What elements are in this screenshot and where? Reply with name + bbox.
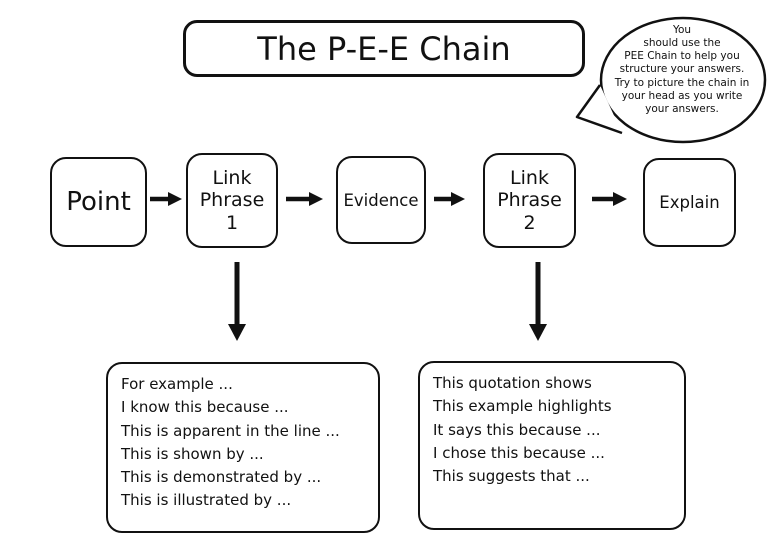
examples-box-link-phrase-1: For example ... I know this because ... … — [106, 362, 380, 533]
chain-box-link-phrase-1: Link Phrase 1 — [186, 153, 278, 248]
title-box: The P-E-E Chain — [183, 20, 585, 77]
arrow-link-phrase-2-to-explain — [592, 192, 627, 206]
chain-box-point: Point — [50, 157, 147, 247]
examples-link-phrase-2-text: This quotation shows This example highli… — [433, 374, 612, 485]
arrow-link-phrase-1-to-evidence — [286, 192, 323, 206]
chain-box-link-phrase-2: Link Phrase 2 — [483, 153, 576, 248]
chain-box-link-phrase-2-label: Link Phrase 2 — [497, 166, 562, 234]
examples-box-link-phrase-2: This quotation shows This example highli… — [418, 361, 686, 530]
chain-box-point-label: Point — [66, 187, 131, 217]
speech-bubble-tail — [575, 84, 623, 135]
speech-bubble-text: You should use the PEE Chain to help you… — [614, 24, 750, 115]
chain-box-explain: Explain — [643, 158, 736, 247]
page-title: The P-E-E Chain — [257, 29, 511, 68]
chain-box-evidence: Evidence — [336, 156, 426, 244]
examples-link-phrase-1-text: For example ... I know this because ... … — [121, 375, 340, 510]
arrow-link-phrase-2-to-examples — [529, 262, 547, 341]
chain-box-evidence-label: Evidence — [343, 190, 419, 210]
arrow-link-phrase-1-to-examples — [228, 262, 246, 341]
arrow-point-to-link-phrase-1 — [150, 192, 182, 206]
arrow-evidence-to-link-phrase-2 — [434, 192, 465, 206]
speech-bubble — [575, 16, 767, 144]
chain-box-link-phrase-1-label: Link Phrase 1 — [199, 166, 265, 234]
chain-box-explain-label: Explain — [659, 193, 720, 212]
